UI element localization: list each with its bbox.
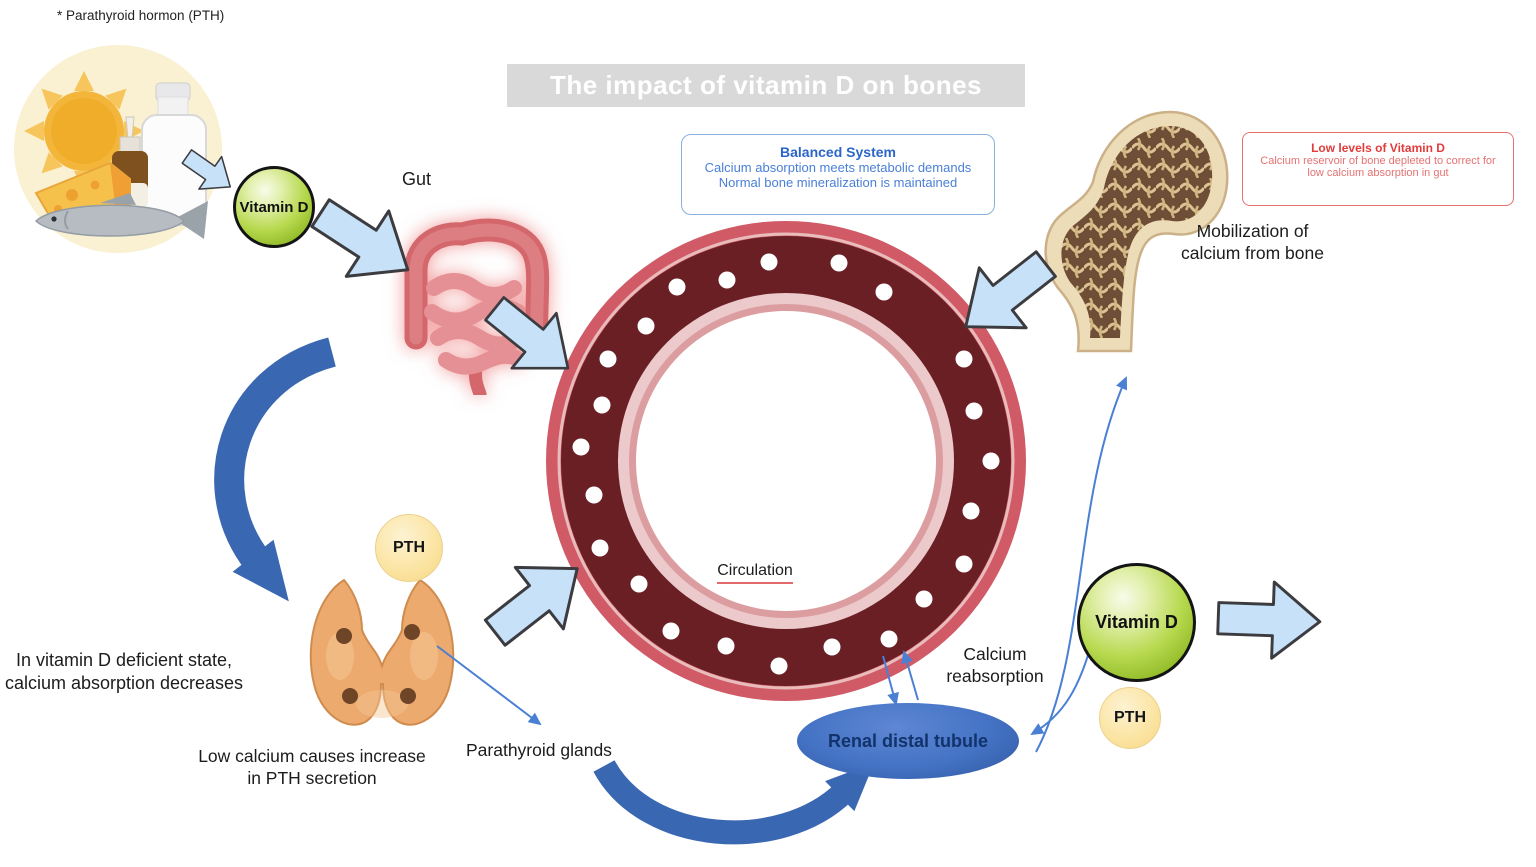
curved-arrow-deficiency-icon — [214, 337, 337, 602]
arrow-sources-to-vitamind-icon — [181, 149, 232, 190]
renal-distal-tubule: Renal distal tubule — [797, 703, 1019, 779]
vitamin-d-label: Vitamin D — [239, 198, 309, 216]
arrow-bone-to-circulation-icon — [964, 250, 1057, 330]
calcium-dots — [572, 253, 1000, 675]
vitamin-d-sources-illustration — [14, 45, 222, 253]
parathyroid-glands-label: Parathyroid glands — [466, 740, 612, 760]
calcium-reabsorption-label: Calcium reabsorption — [946, 644, 1044, 686]
gut-illustration — [404, 218, 550, 395]
parathyroid-gland-illustration — [309, 578, 455, 726]
bone-illustration — [1044, 110, 1229, 353]
pth-label: PTH — [393, 539, 425, 556]
balanced-title: Balanced System — [780, 144, 896, 160]
arrow-vitamind-output-icon — [1216, 580, 1322, 660]
pth-ball: PTH — [375, 514, 443, 582]
arrow-vitamind-to-gut-icon — [310, 198, 410, 278]
circulation-label: Circulation — [700, 561, 810, 584]
pth-ball-right: PTH — [1099, 687, 1161, 749]
mobilization-label: Mobilization of calcium from bone — [1181, 221, 1324, 263]
curved-arrow-pth-to-renal-icon — [593, 759, 875, 845]
balanced-system-box: Balanced System Calcium absorption meets… — [681, 134, 995, 215]
circulation-ring-illustration — [546, 221, 1026, 701]
vitamin-d-label: Vitamin D — [1095, 612, 1178, 632]
footnote: * Parathyroid hormon (PTH) — [57, 8, 225, 23]
balanced-line2: Normal bone mineralization is maintained — [718, 175, 958, 190]
lowbox-line1: Calcium reservoir of bone depleted to co… — [1260, 155, 1496, 167]
renal-label: Renal distal tubule — [827, 730, 989, 751]
lowbox-title: Low levels of Vitamin D — [1311, 141, 1445, 155]
gut-label: Gut — [402, 169, 432, 189]
balanced-line1: Calcium absorption meets metabolic deman… — [704, 160, 972, 175]
fish-icon — [34, 193, 208, 239]
parathyroid-dots — [336, 624, 420, 704]
arrow-parathyroid-to-circulation-icon — [483, 565, 579, 647]
page-title: The impact of vitamin D on bones — [549, 70, 983, 100]
pth-label: PTH — [1114, 709, 1146, 726]
low-calcium-label: Low calcium causes increase in PTH secre… — [198, 746, 426, 788]
low-vitamin-d-box: Low levels of Vitamin D Calcium reservoi… — [1242, 132, 1514, 206]
vitamin-d-ball: Vitamin D — [233, 166, 315, 248]
deficient-state-label: In vitamin D deficient state, calcium ab… — [4, 650, 244, 693]
arrow-gut-to-circulation-icon — [484, 296, 570, 370]
title-banner: The impact of vitamin D on bones — [507, 64, 1025, 107]
lowbox-line2: low calcium absorption in gut — [1307, 167, 1449, 179]
vitamin-d-ball-right: Vitamin D — [1077, 563, 1196, 682]
